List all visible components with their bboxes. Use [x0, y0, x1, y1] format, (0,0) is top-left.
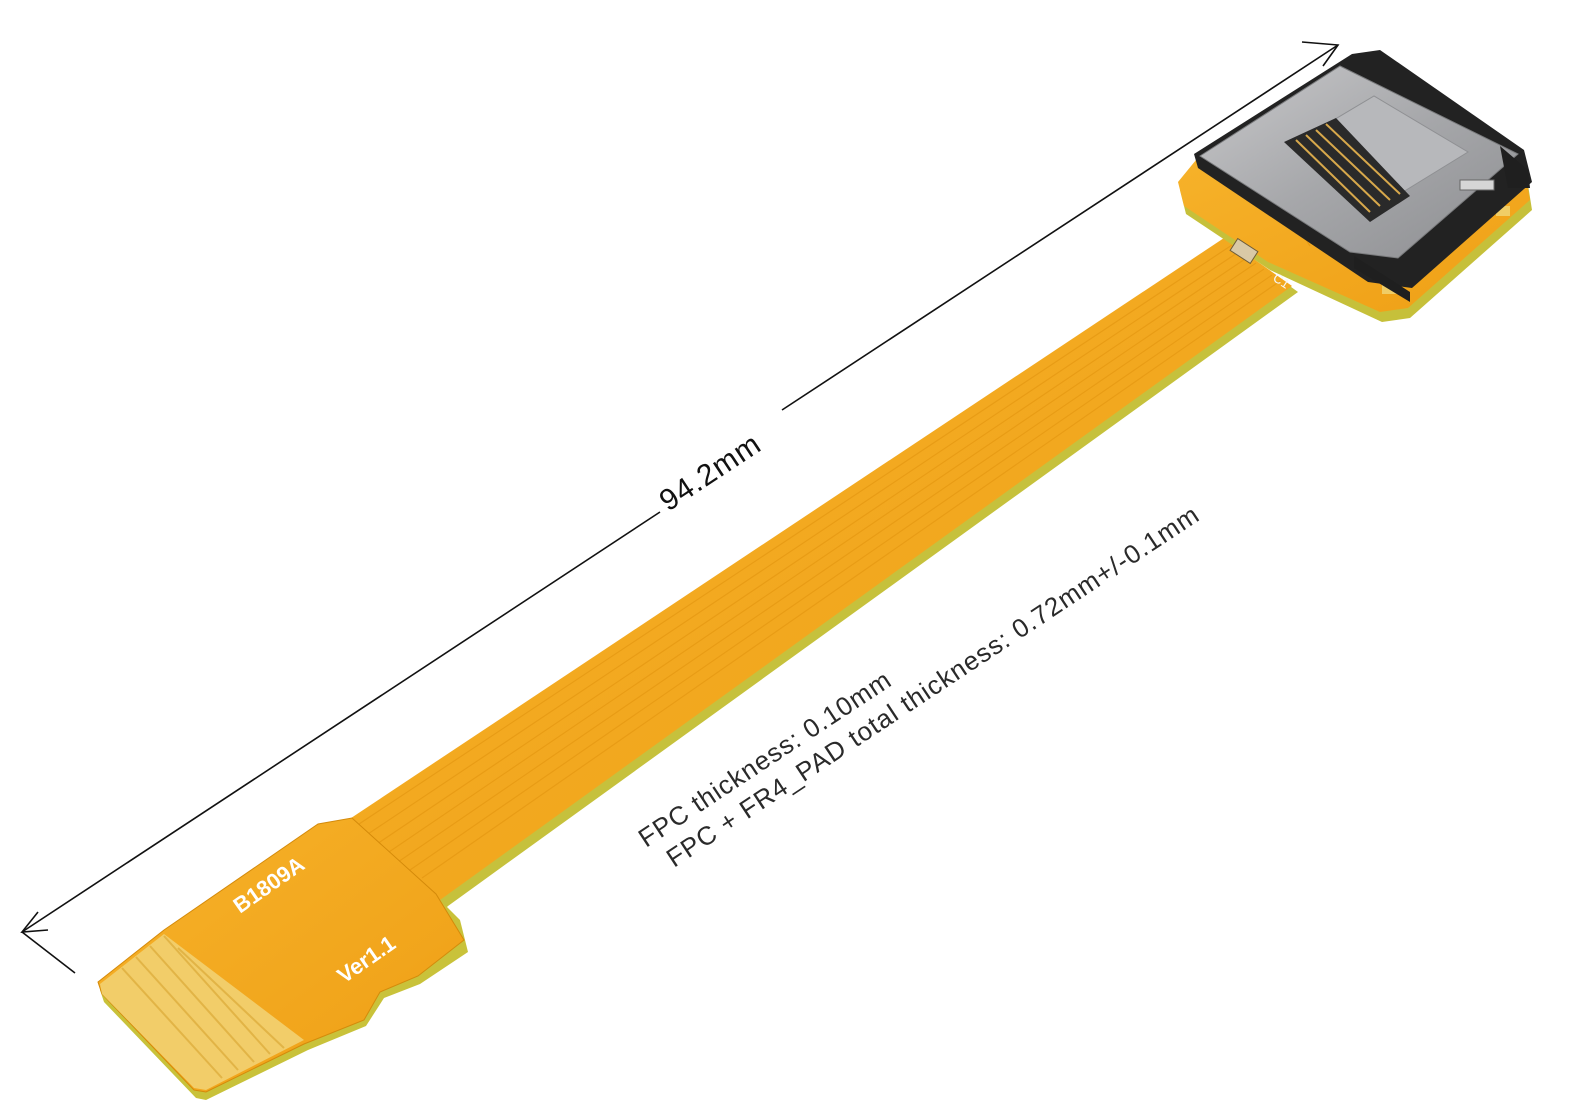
fpc-ribbon	[330, 238, 1298, 914]
gold-finger-lines	[121, 935, 285, 1079]
dimension-label: 94.2mm	[654, 427, 768, 518]
fpc-card-end: B1809A Ver1.1	[97, 817, 468, 1100]
micro-sd-connector	[1194, 50, 1532, 302]
arrow-left-icon	[20, 911, 49, 933]
arrow-right-icon	[1301, 41, 1340, 67]
dimension-extension-left	[21, 931, 76, 974]
solder-pad	[1496, 206, 1510, 216]
capacitor-c1	[1229, 237, 1259, 265]
ribbon-traces	[349, 244, 1281, 879]
connector-pins	[1284, 118, 1410, 222]
